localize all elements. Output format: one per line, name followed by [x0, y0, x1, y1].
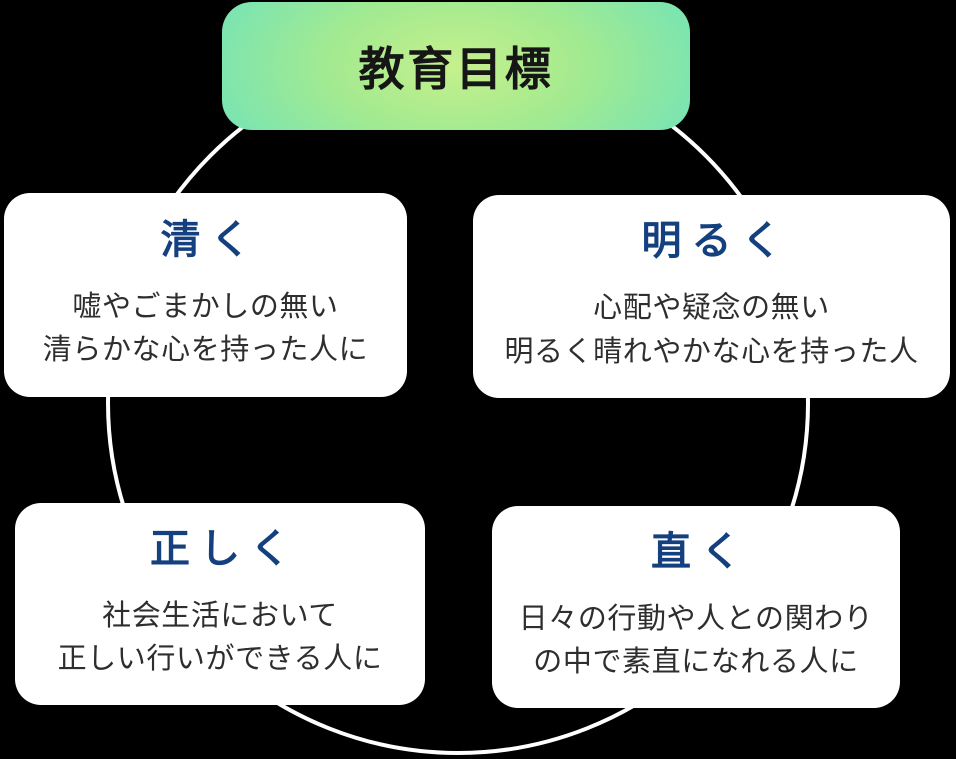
card-akaruku: 明るく 心配や疑念の無い 明るく晴れやかな心を持った人: [473, 195, 950, 398]
card-akaruku-body-line1: 心配や疑念の無い: [593, 292, 830, 324]
card-akaruku-body-line2: 明るく晴れやかな心を持った人: [504, 335, 919, 368]
card-tadashiku-body-line2: 正しい行いができる人に: [57, 643, 383, 675]
card-kiyoku-body-line1: 嘘やごまかしの無い: [72, 290, 339, 323]
card-tadashiku: 正しく 社会生活において 正しい行いができる人に: [15, 503, 425, 705]
card-naoku-body-line2: の中で素直になれる人に: [533, 646, 859, 678]
card-naoku-heading: 直く: [651, 529, 751, 574]
card-tadashiku-body-line1: 社会生活において: [102, 599, 338, 632]
card-akaruku-heading: 明るく: [641, 219, 792, 263]
header-box: 教育目標: [222, 2, 690, 130]
card-kiyoku-heading: 清く: [160, 217, 261, 262]
card-kiyoku-body-line2: 清らかな心を持った人に: [42, 334, 369, 366]
card-naoku: 直く 日々の行動や人との関わり の中で素直になれる人に: [492, 506, 900, 708]
card-kiyoku: 清く 嘘やごまかしの無い 清らかな心を持った人に: [4, 193, 407, 397]
card-naoku-body-line1: 日々の行動や人との関わり: [518, 602, 874, 635]
card-tadashiku-heading: 正しく: [150, 526, 300, 571]
page-title: 教育目標: [358, 43, 554, 95]
